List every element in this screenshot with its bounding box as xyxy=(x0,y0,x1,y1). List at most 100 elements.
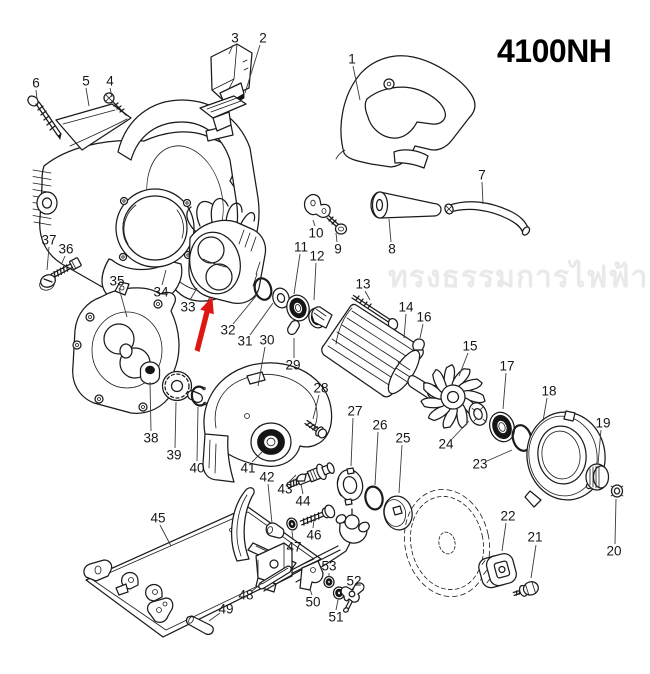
tube-and-valve xyxy=(261,508,370,592)
leader-line-32 xyxy=(232,295,257,325)
leader-line-19 xyxy=(597,429,602,465)
part-label-12: 12 xyxy=(309,249,324,264)
switch-base-part2 xyxy=(199,95,247,132)
leader-line-47 xyxy=(291,530,294,541)
part-label-24: 24 xyxy=(438,437,454,452)
part-label-9: 9 xyxy=(334,242,342,257)
part-label-40: 40 xyxy=(189,461,204,476)
part-label-14: 14 xyxy=(398,300,414,315)
model-number-title: 4100NH xyxy=(497,33,612,69)
field-stator-part33 xyxy=(186,197,267,310)
part-label-4: 4 xyxy=(106,74,114,89)
cap-part37 xyxy=(39,274,56,291)
base-clips xyxy=(83,559,174,623)
leader-line-5 xyxy=(85,87,90,107)
part-label-28: 28 xyxy=(313,381,328,396)
leader-line-7 xyxy=(481,181,484,205)
leader-line-33 xyxy=(189,287,198,301)
part-label-25: 25 xyxy=(395,431,410,446)
blade-case-part30 xyxy=(202,362,333,483)
leader-line-10 xyxy=(312,219,316,227)
bracket-part50 xyxy=(299,560,324,591)
part-label-20: 20 xyxy=(606,544,621,559)
part-label-35: 35 xyxy=(109,274,124,289)
bolt-part46 xyxy=(299,504,336,526)
saw-blade-part23 xyxy=(404,489,490,597)
inner-flange-part25 xyxy=(383,495,413,531)
leader-line-34 xyxy=(161,269,167,286)
part-label-23: 23 xyxy=(472,457,487,472)
part-label-29: 29 xyxy=(285,358,300,373)
top-plate-part5 xyxy=(55,103,132,151)
part-label-16: 16 xyxy=(416,310,431,325)
leader-line-42 xyxy=(267,483,273,524)
leader-line-50 xyxy=(309,588,313,596)
part-label-11: 11 xyxy=(294,240,308,255)
part-label-50: 50 xyxy=(305,595,320,610)
leader-line-25 xyxy=(398,444,403,494)
leader-line-12 xyxy=(313,262,317,301)
leader-line-27 xyxy=(350,417,354,467)
part-label-27: 27 xyxy=(347,404,362,419)
leader-line-2 xyxy=(244,44,261,94)
bearing-part38 xyxy=(139,361,161,385)
leader-line-8 xyxy=(388,218,392,243)
outer-flange-part22 xyxy=(478,553,517,589)
cord-guard-part8 xyxy=(370,191,442,219)
leader-line-6 xyxy=(35,89,38,100)
washer-part24 xyxy=(468,402,488,426)
part-label-17: 17 xyxy=(499,359,514,374)
armature-part14 xyxy=(311,303,442,400)
part-label-44: 44 xyxy=(295,494,311,509)
leader-line-39 xyxy=(174,401,177,449)
leader-line-18 xyxy=(542,397,548,422)
part-label-45: 45 xyxy=(150,511,165,526)
part-label-49: 49 xyxy=(218,602,233,617)
nut-part20 xyxy=(610,484,624,498)
part-label-8: 8 xyxy=(388,242,396,257)
bolt-part21 xyxy=(512,581,539,597)
part-label-38: 38 xyxy=(143,431,158,446)
pin-part49 xyxy=(185,615,214,635)
pin-part29 xyxy=(286,319,301,336)
part-label-2: 2 xyxy=(259,31,267,46)
wing-bolt-part52 xyxy=(340,582,365,613)
leader-line-20 xyxy=(614,498,617,545)
pointer-part48 xyxy=(258,565,292,590)
part-label-5: 5 xyxy=(82,74,90,89)
leader-line-31 xyxy=(249,302,274,336)
part-label-32: 32 xyxy=(220,323,235,338)
leader-line-44 xyxy=(300,483,304,495)
nut-part47 xyxy=(286,517,298,531)
part-label-7: 7 xyxy=(478,168,486,183)
leader-line-16 xyxy=(419,323,424,339)
part-label-10: 10 xyxy=(308,226,323,241)
part-label-47: 47 xyxy=(286,540,301,555)
lock-nut-part27 xyxy=(336,467,364,506)
screw-part6 xyxy=(27,95,62,141)
knob-part19 xyxy=(585,463,610,491)
bolt-part13 xyxy=(351,294,399,331)
part-label-18: 18 xyxy=(541,384,556,399)
leader-line-35 xyxy=(118,287,128,318)
leader-line-1 xyxy=(352,65,361,101)
gear-part39 xyxy=(161,370,204,404)
part-label-46: 46 xyxy=(306,528,321,543)
oring-part26 xyxy=(364,485,384,511)
leader-lines xyxy=(35,44,617,622)
snap-ring-part40 xyxy=(190,385,207,407)
leader-line-49 xyxy=(208,612,221,622)
part-label-19: 19 xyxy=(595,416,610,431)
part-label-48: 48 xyxy=(238,588,253,603)
part-label-36: 36 xyxy=(58,242,73,257)
part-label-51: 51 xyxy=(328,610,343,625)
ball-bearing-part17 xyxy=(488,411,516,443)
bolt-part36 xyxy=(50,257,82,279)
leader-line-30 xyxy=(257,346,266,387)
nut-part53 xyxy=(323,575,335,589)
ball-bearing-part11 xyxy=(286,294,310,322)
leader-line-21 xyxy=(530,544,537,579)
leader-line-52 xyxy=(351,587,355,593)
